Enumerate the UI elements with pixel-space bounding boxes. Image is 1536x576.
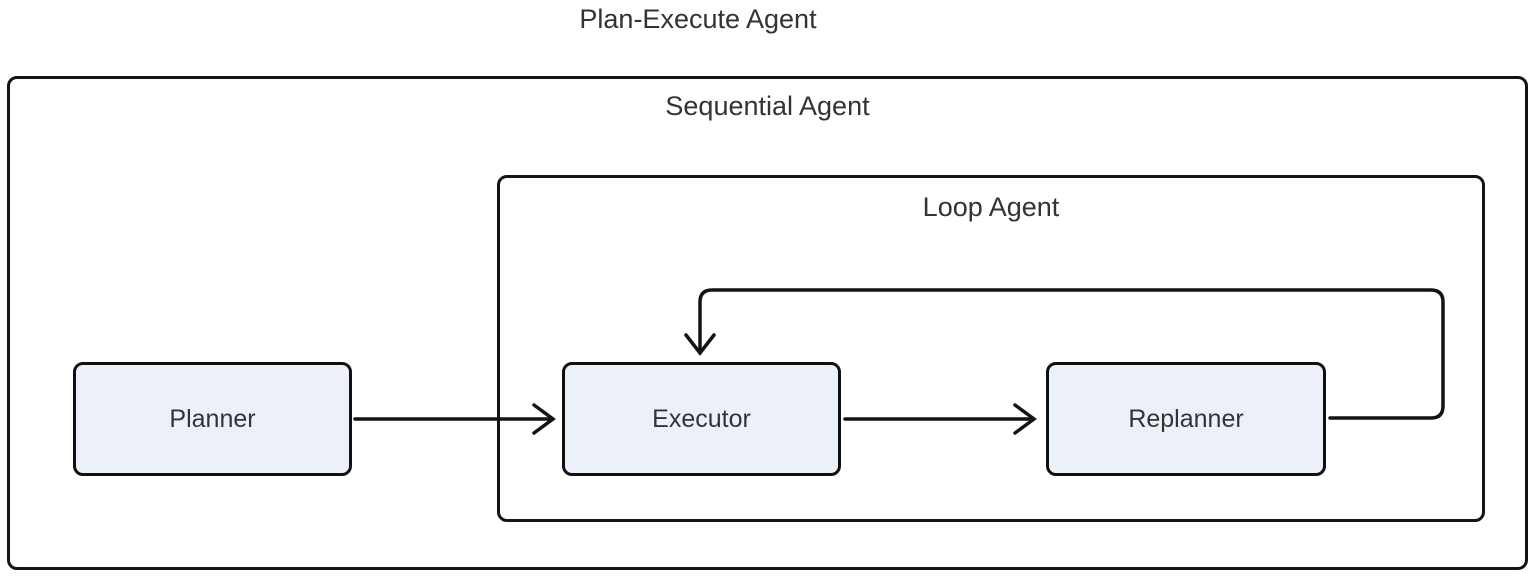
loop-agent-container: Loop Agent [497,175,1485,522]
node-planner-label: Planner [169,404,256,433]
node-planner: Planner [73,362,352,476]
node-replanner-label: Replanner [1128,404,1244,433]
node-executor-label: Executor [652,404,751,433]
node-replanner: Replanner [1046,362,1326,476]
node-executor: Executor [562,362,841,476]
diagram-title: Plan-Execute Agent [579,4,817,34]
sequential-agent-label: Sequential Agent [665,91,870,121]
loop-agent-label: Loop Agent [922,192,1060,222]
sequential-agent-container: Sequential Agent [7,76,1528,570]
